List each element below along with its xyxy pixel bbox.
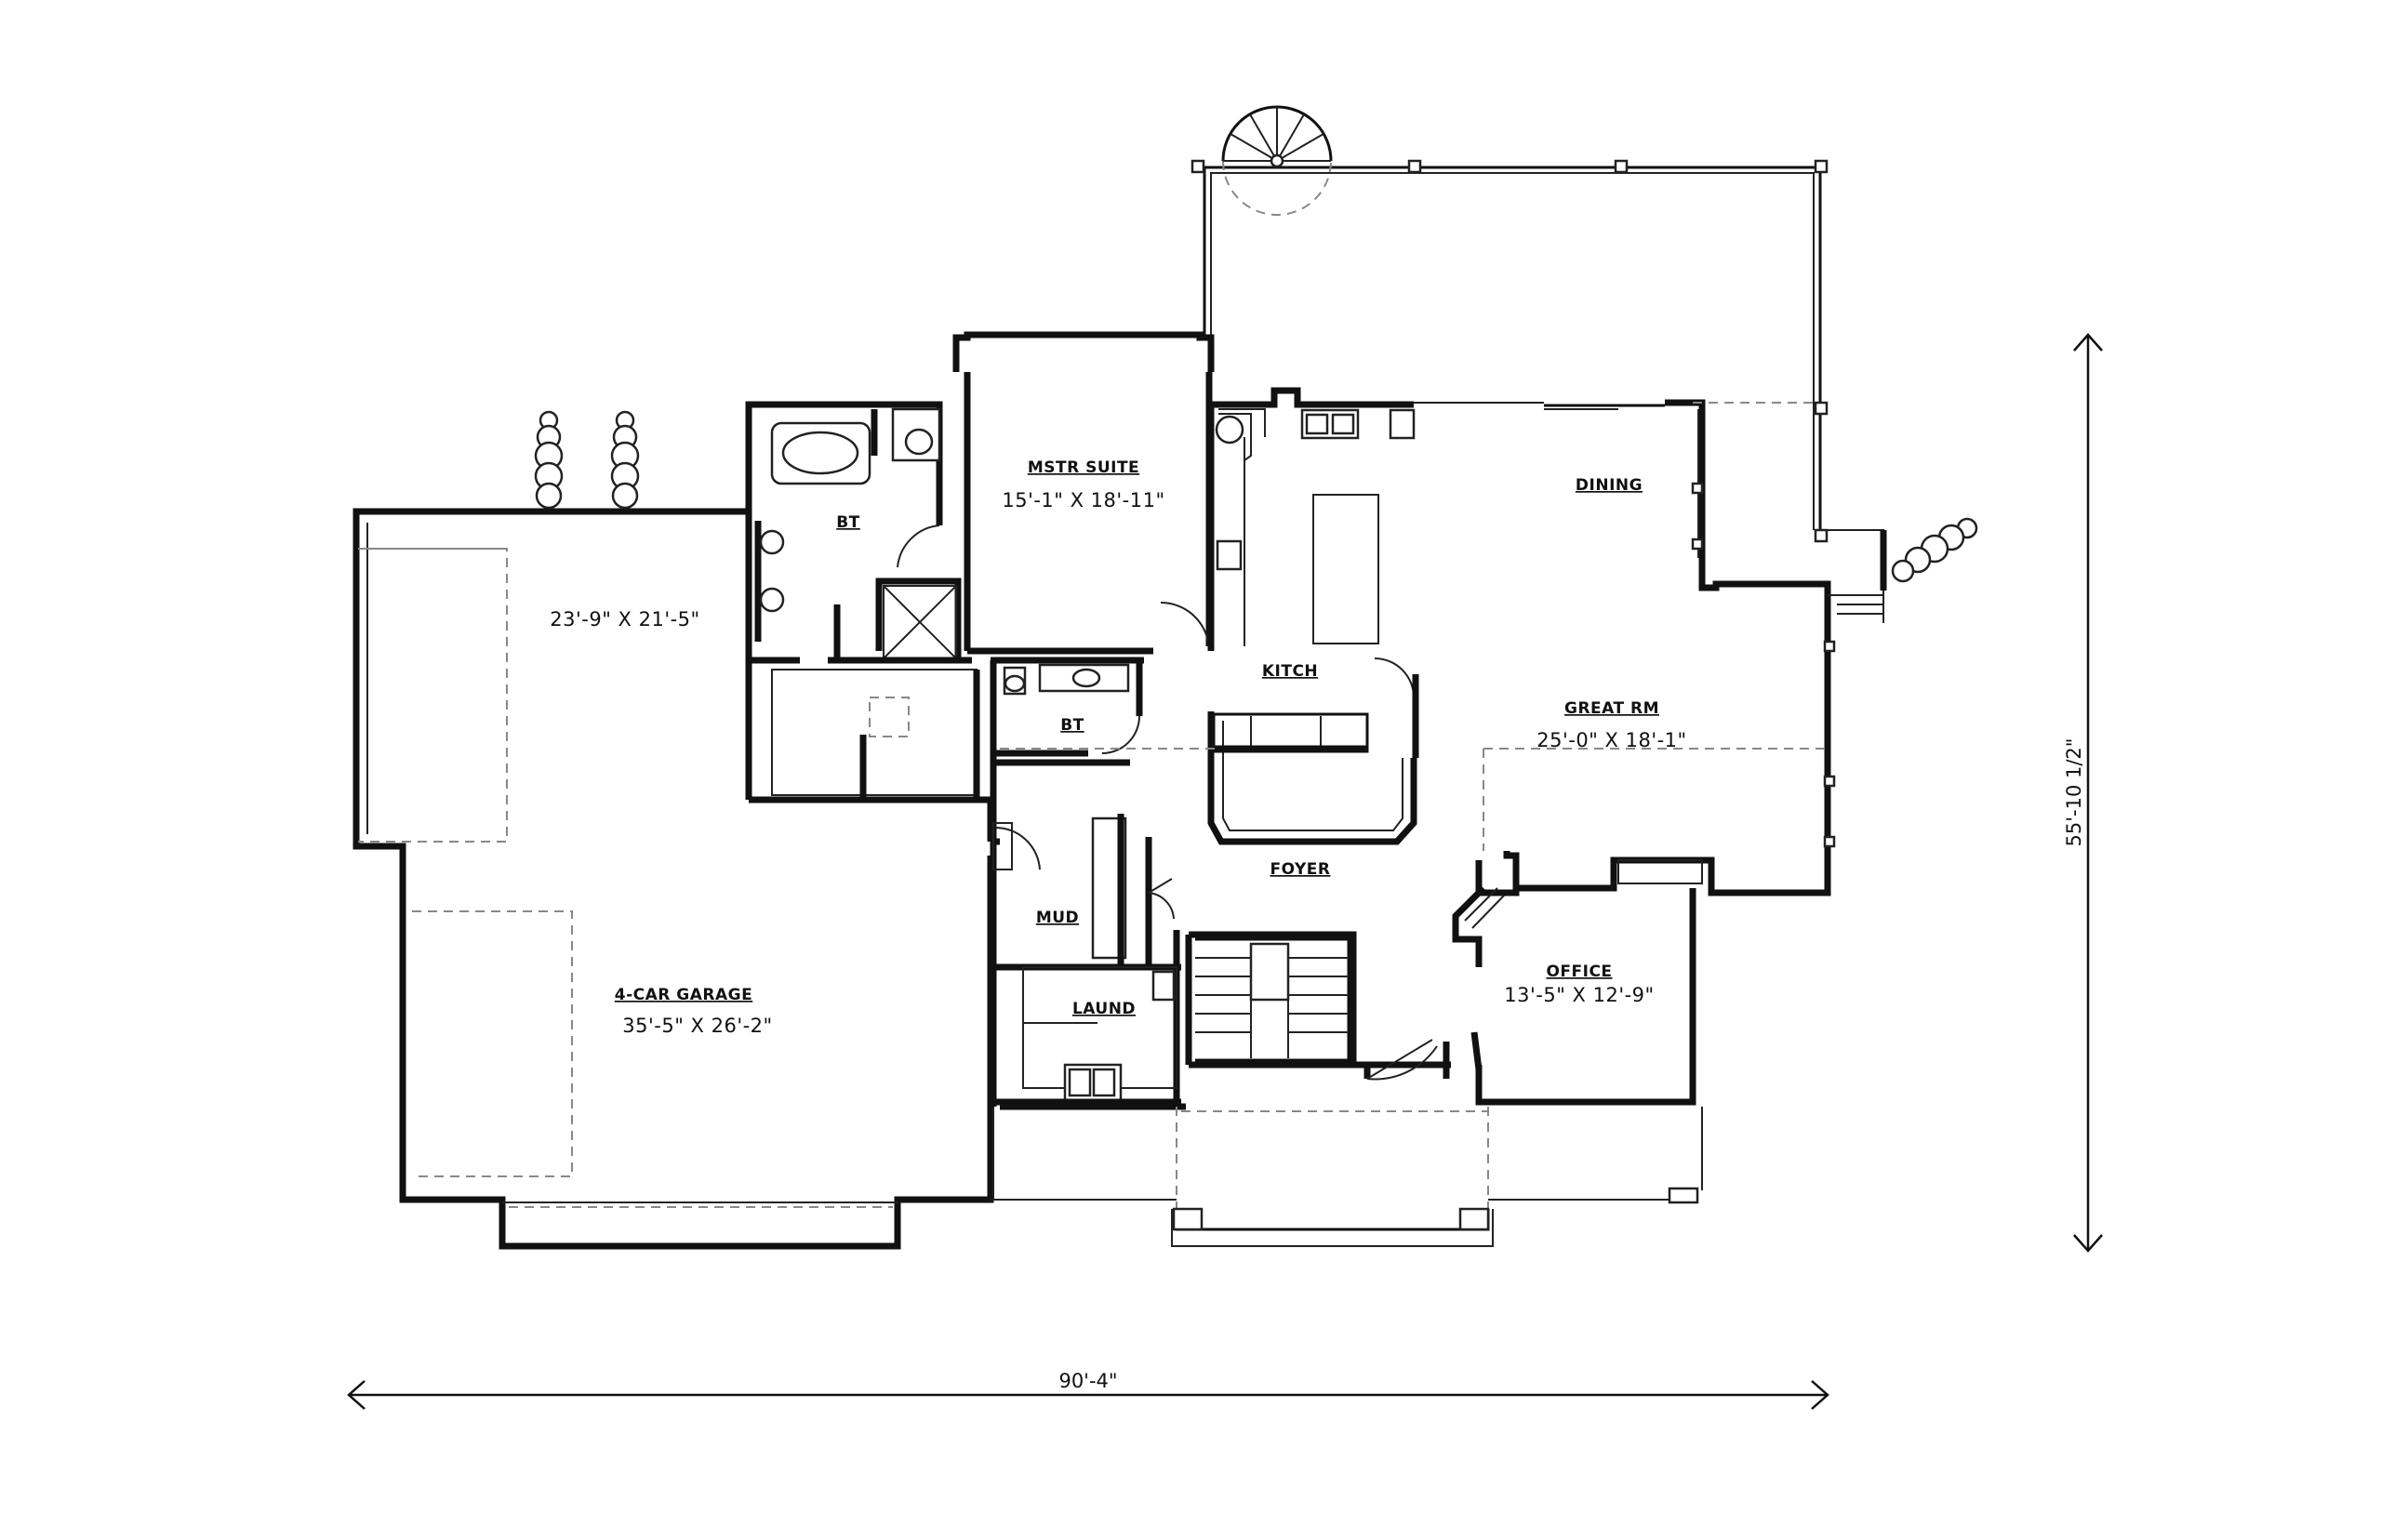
office <box>1000 860 1696 1110</box>
great-room-walls <box>1000 399 1887 896</box>
garage-size: 35'-5" X 26'-2" <box>622 1015 772 1037</box>
room-labels: MSTR SUITE 15'-1" X 18'-11" BT BT KITCH … <box>550 458 1686 1037</box>
laundry-label: LAUND <box>1072 1000 1136 1018</box>
spiral-stair <box>1221 105 1333 216</box>
overall-width-label: 90'-4" <box>1058 1370 1117 1392</box>
mud-laundry <box>990 759 1181 1107</box>
master-bath <box>745 401 991 803</box>
great-room-size: 25'-0" X 18'-1" <box>1536 729 1686 751</box>
kitchen <box>1207 387 1419 758</box>
dimension-depth: 55'-10 1/2" <box>2063 333 2103 1253</box>
kitchen-peninsula <box>1207 711 1417 845</box>
foyer-label: FOYER <box>1270 860 1331 879</box>
kitchen-label: KITCH <box>1262 662 1318 681</box>
master-bath-label: BT <box>836 513 860 532</box>
master-suite-size: 15'-1" X 18'-11" <box>1002 489 1164 511</box>
overall-depth-label: 55'-10 1/2" <box>2063 738 2085 847</box>
garage-bay-size: 23'-9" X 21'-5" <box>550 608 699 631</box>
foyer-stair <box>1185 931 1451 1081</box>
landscape-shrubs <box>534 410 1978 583</box>
dining-label: DINING <box>1576 476 1643 495</box>
garage-label: 4-CAR GARAGE <box>615 986 752 1004</box>
front-porch <box>991 1107 1703 1247</box>
master-suite-label: MSTR SUITE <box>1028 458 1139 477</box>
mud-label: MUD <box>1036 909 1079 927</box>
office-size: 13'-5" X 12'-9" <box>1504 984 1654 1006</box>
great-room-label: GREAT RM <box>1564 699 1659 718</box>
dimension-width: 90'-4" <box>347 1370 1829 1410</box>
office-label: OFFICE <box>1546 962 1612 981</box>
rear-deck <box>1190 159 1829 543</box>
bath-label: BT <box>1060 716 1084 735</box>
